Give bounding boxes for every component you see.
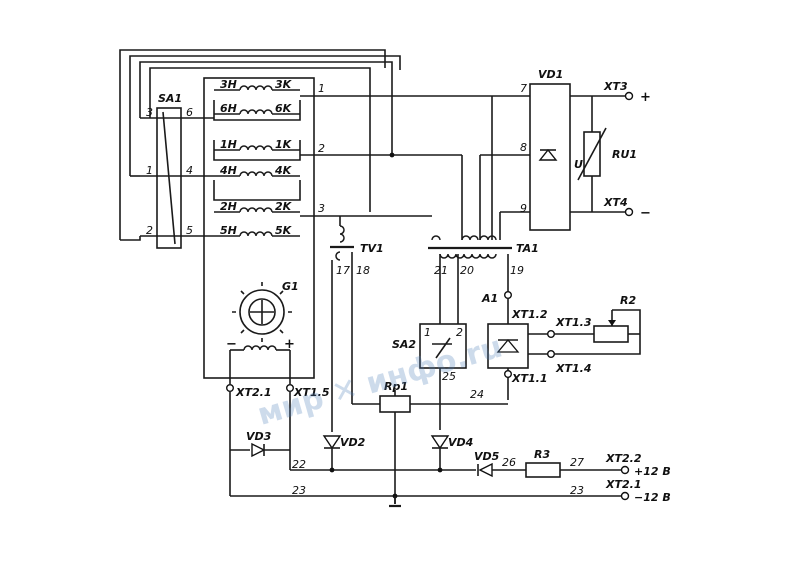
wire-number: 20 — [460, 264, 474, 277]
g1-winding — [229, 345, 291, 384]
xt1-5-label: XT1.5 — [293, 386, 330, 399]
xt3-terminal — [624, 91, 634, 101]
g1-plus: + — [284, 337, 295, 352]
sa2-pin: 2 — [456, 326, 463, 339]
g1-minus: − — [226, 337, 237, 352]
wire-number: 8 — [520, 141, 527, 154]
winding-label: 3H — [220, 78, 237, 91]
ru1-label: RU1 — [612, 148, 637, 161]
sa1-pin: 3 — [146, 106, 153, 119]
winding-label: 3K — [275, 78, 293, 91]
g1-gear-icon — [232, 282, 292, 342]
vd5-diode — [477, 462, 526, 478]
sa2-switch — [419, 298, 467, 430]
winding-label: 6K — [275, 102, 293, 115]
wire-number: 24 — [470, 388, 484, 401]
generator-outputs — [300, 95, 492, 217]
sa1-pin: 4 — [186, 164, 193, 177]
sa1-pin: 5 — [186, 224, 193, 237]
wire-number: 25 — [442, 370, 456, 383]
xt2-1-label: XT2.1 — [235, 386, 271, 399]
minus12-label: −12 В — [634, 491, 671, 504]
winding-label: 2H — [220, 200, 237, 213]
ru1-varistor — [577, 96, 607, 212]
xt2-2-label: XT2.2 — [605, 452, 642, 465]
sa1-label: SA1 — [158, 92, 182, 105]
a1-label: A1 — [481, 292, 498, 305]
r2-potentiometer — [547, 309, 641, 359]
ru1-u-label: U — [574, 158, 583, 171]
wire-number: 19 — [510, 264, 524, 277]
wire-number: 22 — [292, 458, 306, 471]
sa1-switch — [119, 49, 401, 249]
g1-label: G1 — [282, 280, 299, 293]
winding-label: 2K — [275, 200, 293, 213]
wire-number: 23 — [570, 484, 584, 497]
ta1-label: TA1 — [516, 242, 539, 255]
a1-triac-module — [487, 291, 548, 400]
plus12-label: +12 В — [634, 465, 671, 478]
sa1-pin: 1 — [146, 164, 153, 177]
vd1-label: VD1 — [538, 68, 563, 81]
vd3-label: VD3 — [246, 430, 272, 443]
winding-label: 6H — [220, 102, 237, 115]
xt1-4-label: XT1.4 — [555, 362, 591, 375]
wire-number: 2 — [318, 142, 325, 155]
wire-number: 9 — [520, 202, 527, 215]
vd4-label: VD4 — [448, 436, 473, 449]
xt2-2-terminal — [620, 465, 630, 475]
winding-label: 5H — [220, 224, 237, 237]
rp1-label: Rp1 — [384, 380, 408, 393]
xt1-2-label: XT1.2 — [511, 308, 548, 321]
ta1-transformer — [428, 235, 512, 298]
wire-number: 17 — [336, 264, 350, 277]
xt1-1-label: XT1.1 — [511, 372, 547, 385]
xt2-1-bottom-label: XT2.1 — [605, 478, 641, 491]
wire-number: 18 — [356, 264, 370, 277]
xt4-label: XT4 — [603, 196, 628, 209]
vd2-label: VD2 — [340, 436, 366, 449]
sa2-pin: 1 — [424, 326, 431, 339]
r3-resistor — [525, 462, 622, 478]
r2-label: R2 — [620, 294, 636, 307]
wire-number: 26 — [502, 456, 516, 469]
winding-label: 1K — [275, 138, 293, 151]
rp1-relay — [352, 390, 508, 504]
winding-label: 4K — [274, 164, 293, 177]
xt4-minus: − — [640, 206, 651, 221]
xt3-label: XT3 — [603, 80, 628, 93]
tv1-label: TV1 — [360, 242, 384, 255]
xt1-3-label: XT1.3 — [555, 316, 592, 329]
vd4-diode — [430, 435, 450, 470]
wire-number: 1 — [318, 82, 325, 95]
xt3-plus: + — [640, 90, 651, 105]
xt2-1-terminal — [620, 491, 630, 501]
wire-number: 21 — [434, 264, 448, 277]
sa2-label: SA2 — [392, 338, 416, 351]
sa1-pin: 6 — [186, 106, 193, 119]
wire-number: 3 — [318, 202, 325, 215]
r3-label: R3 — [534, 448, 550, 461]
wire-number: 23 — [292, 484, 306, 497]
winding-label: 1H — [220, 138, 237, 151]
vd3-diode — [229, 392, 291, 470]
vd1-rectifier — [461, 83, 626, 240]
winding-label: 4H — [219, 164, 237, 177]
vd5-label: VD5 — [474, 450, 500, 463]
winding-label: 5K — [275, 224, 293, 237]
wire-number: 7 — [520, 82, 527, 95]
xt4-terminal — [624, 207, 634, 217]
sa1-pin: 2 — [146, 224, 153, 237]
wire-number: 27 — [570, 456, 584, 469]
vd2-diode — [322, 404, 342, 470]
stator-windings — [214, 85, 300, 237]
tv1-transformer — [330, 216, 354, 404]
